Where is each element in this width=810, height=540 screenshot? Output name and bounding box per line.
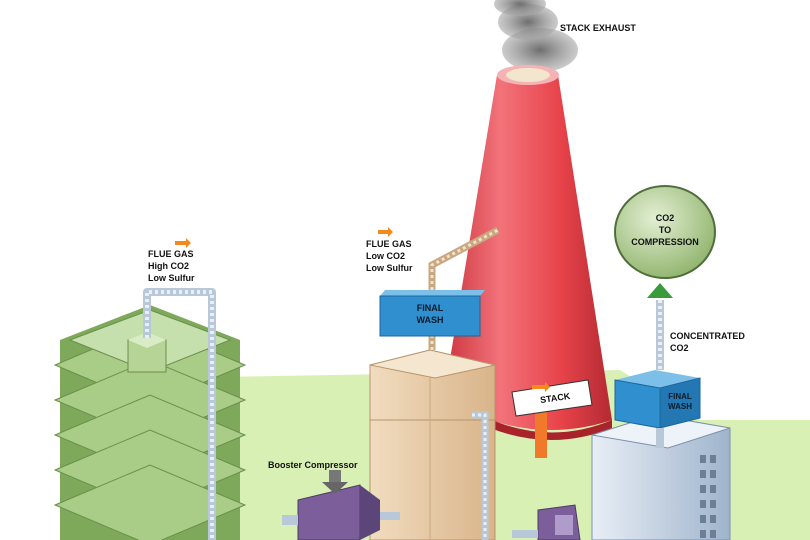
- flue-gas-left-line2: High CO2: [148, 261, 190, 271]
- final-wash-box-left: [379, 290, 485, 337]
- co2-line3: COMPRESSION: [631, 237, 699, 247]
- booster-compressor-label: Booster Compressor: [268, 460, 358, 470]
- green-building: [53, 305, 247, 540]
- final-wash-right-line1: FINAL: [668, 392, 692, 401]
- concentrated-co2-line1: CONCENTRATED: [670, 331, 745, 341]
- stack-sign: [511, 379, 593, 458]
- flue-gas-mid-line2: Low CO2: [366, 251, 406, 261]
- smoke-plume: [494, 0, 578, 72]
- co2-line2: TO: [658, 225, 672, 235]
- concentrated-co2-label: CONCENTRATED CO2: [670, 330, 745, 354]
- flue-gas-pipe-left: [143, 288, 216, 540]
- concentrated-co2-line2: CO2: [670, 343, 689, 353]
- flue-gas-mid-line1: FLUE GAS: [366, 239, 412, 249]
- absorber-tower: [369, 349, 496, 540]
- booster-compressor: [282, 484, 400, 540]
- final-wash-right-label: FINAL WASH: [660, 392, 700, 412]
- flue-gas-mid-line3: Low Sulfur: [366, 263, 413, 273]
- arrow-icon-flue-left: [175, 238, 191, 248]
- arrow-icon-flue-mid: [378, 227, 393, 237]
- co2-line1: CO2: [655, 213, 675, 223]
- stripper-unit: [512, 504, 581, 540]
- up-arrow-icon-co2: [647, 283, 673, 298]
- stack-exhaust-label: STACK EXHAUST: [560, 23, 636, 33]
- exhaust-stack: [440, 65, 612, 440]
- flue-gas-left-label: FLUE GAS High CO2 Low Sulfur: [148, 248, 238, 284]
- final-wash-left-label: FINAL WASH: [380, 302, 480, 326]
- final-wash-left-line2: WASH: [416, 315, 444, 325]
- flue-gas-left-line1: FLUE GAS: [148, 249, 194, 259]
- flue-gas-mid-label: FLUE GAS Low CO2 Low Sulfur: [366, 238, 413, 274]
- co2-compression-sphere: [614, 185, 716, 279]
- final-wash-right-line2: WASH: [668, 402, 692, 411]
- down-arrow-icon-compressor: [322, 470, 348, 494]
- co2-to-compression-label: CO2 TO COMPRESSION: [615, 212, 715, 248]
- final-wash-left-line1: FINAL: [416, 303, 444, 313]
- flue-gas-left-line3: Low Sulfur: [148, 273, 195, 283]
- final-wash-box-right: [614, 370, 701, 429]
- tower-side-pipe: [472, 411, 489, 540]
